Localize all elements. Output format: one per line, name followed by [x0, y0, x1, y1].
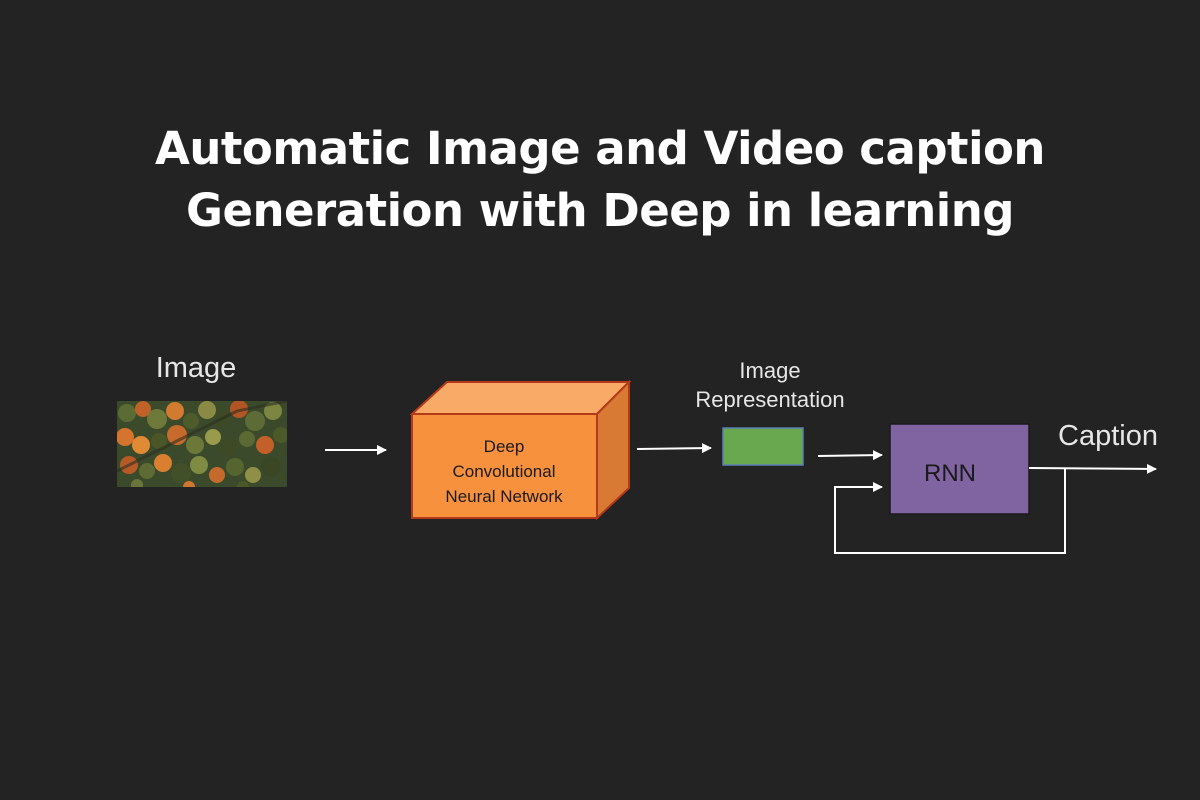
title-line-1: Automatic Image and Video caption	[155, 122, 1045, 175]
representation-label-line-2: Representation	[695, 387, 845, 412]
representation-label-line-1: Image	[739, 358, 801, 383]
cnn-label-line-1: Deep	[483, 437, 525, 456]
cnn-label: Deep Convolutional Neural Network	[412, 434, 596, 509]
cnn-front-face	[411, 413, 598, 519]
page-title: Automatic Image and Video caption Genera…	[0, 118, 1200, 242]
rnn-label: RNN	[924, 460, 976, 487]
arrow-representation-to-rnn	[817, 450, 883, 461]
arrow-cnn-to-representation	[636, 443, 712, 454]
cnn-block	[409, 379, 632, 521]
forest-texture	[117, 401, 287, 487]
cnn-label-line-3: Neural Network	[445, 487, 563, 506]
image-representation-block	[722, 427, 804, 466]
arrow-rnn-to-caption	[1028, 463, 1157, 474]
cnn-top-face	[409, 381, 632, 415]
cnn-label-line-2: Convolutional	[452, 462, 556, 481]
input-image-thumbnail	[117, 401, 287, 487]
caption-output-label: Caption	[1058, 420, 1158, 452]
representation-label: Image Representation	[660, 356, 880, 414]
title-line-2: Generation with Deep in learning	[186, 184, 1014, 237]
input-image-label: Image	[155, 352, 237, 384]
rnn-feedback-loop	[834, 469, 1066, 554]
rnn-block	[889, 423, 1030, 515]
